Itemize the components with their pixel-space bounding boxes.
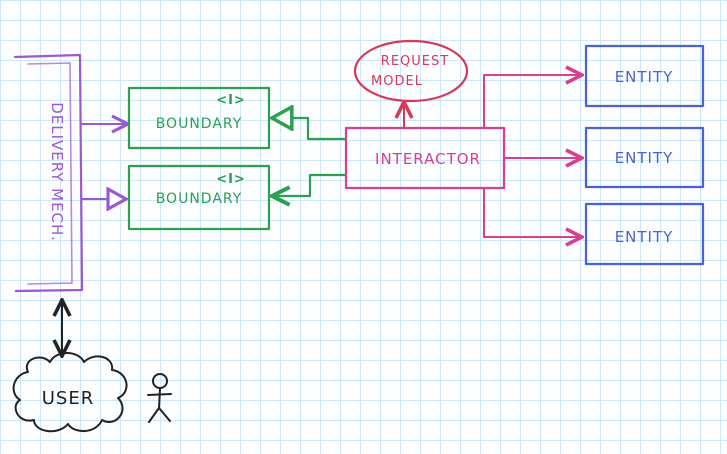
boundary-box-1: <I> BOUNDARY bbox=[127, 86, 271, 150]
delivery-mechanism-label: DELIVERY MECH. bbox=[48, 102, 66, 242]
boundary-1-label: BOUNDARY bbox=[156, 116, 243, 132]
entity-3-outline bbox=[584, 202, 705, 266]
entity-box-2: ENTITY bbox=[584, 126, 705, 189]
interactor-box: INTERACTOR bbox=[344, 126, 506, 190]
request-model-line1: REQUEST bbox=[381, 54, 449, 69]
boundary-2-outline bbox=[127, 164, 271, 231]
entity-1-label: ENTITY bbox=[615, 68, 674, 86]
user-stick-figure-icon bbox=[147, 373, 172, 423]
boundary-box-2: <I> BOUNDARY bbox=[127, 164, 271, 231]
entity-1-outline bbox=[584, 44, 705, 108]
boundary-2-label: BOUNDARY bbox=[156, 191, 243, 207]
delivery-mechanism-inner-outline bbox=[27, 62, 73, 285]
interactor-to-entity-1-arrow bbox=[483, 75, 582, 129]
request-model: REQUEST MODEL bbox=[353, 39, 469, 103]
user-label: USER bbox=[42, 388, 94, 409]
entity-3-label: ENTITY bbox=[615, 228, 674, 246]
entity-2-outline bbox=[584, 126, 705, 189]
interactor-label: INTERACTOR bbox=[375, 150, 481, 168]
user-cloud: USER bbox=[12, 352, 128, 433]
interactor-implements-boundary-1-arrow bbox=[272, 118, 348, 141]
interactor-to-boundary-2-arrow bbox=[272, 173, 348, 196]
boundary-1-interface-tag: <I> bbox=[216, 93, 246, 108]
request-model-outline bbox=[353, 39, 469, 103]
user-cloud-outline bbox=[12, 352, 128, 433]
interactor-to-entity-3-arrow bbox=[483, 187, 582, 237]
delivery-mechanism-outline bbox=[13, 53, 84, 293]
entity-box-1: ENTITY bbox=[584, 44, 705, 108]
boundary-2-interface-tag: <I> bbox=[216, 172, 246, 187]
entity-box-3: ENTITY bbox=[584, 202, 705, 266]
request-model-line2: MODEL bbox=[371, 74, 423, 89]
entity-2-label: ENTITY bbox=[615, 149, 674, 167]
delivery-mechanism: DELIVERY MECH. bbox=[13, 53, 84, 293]
